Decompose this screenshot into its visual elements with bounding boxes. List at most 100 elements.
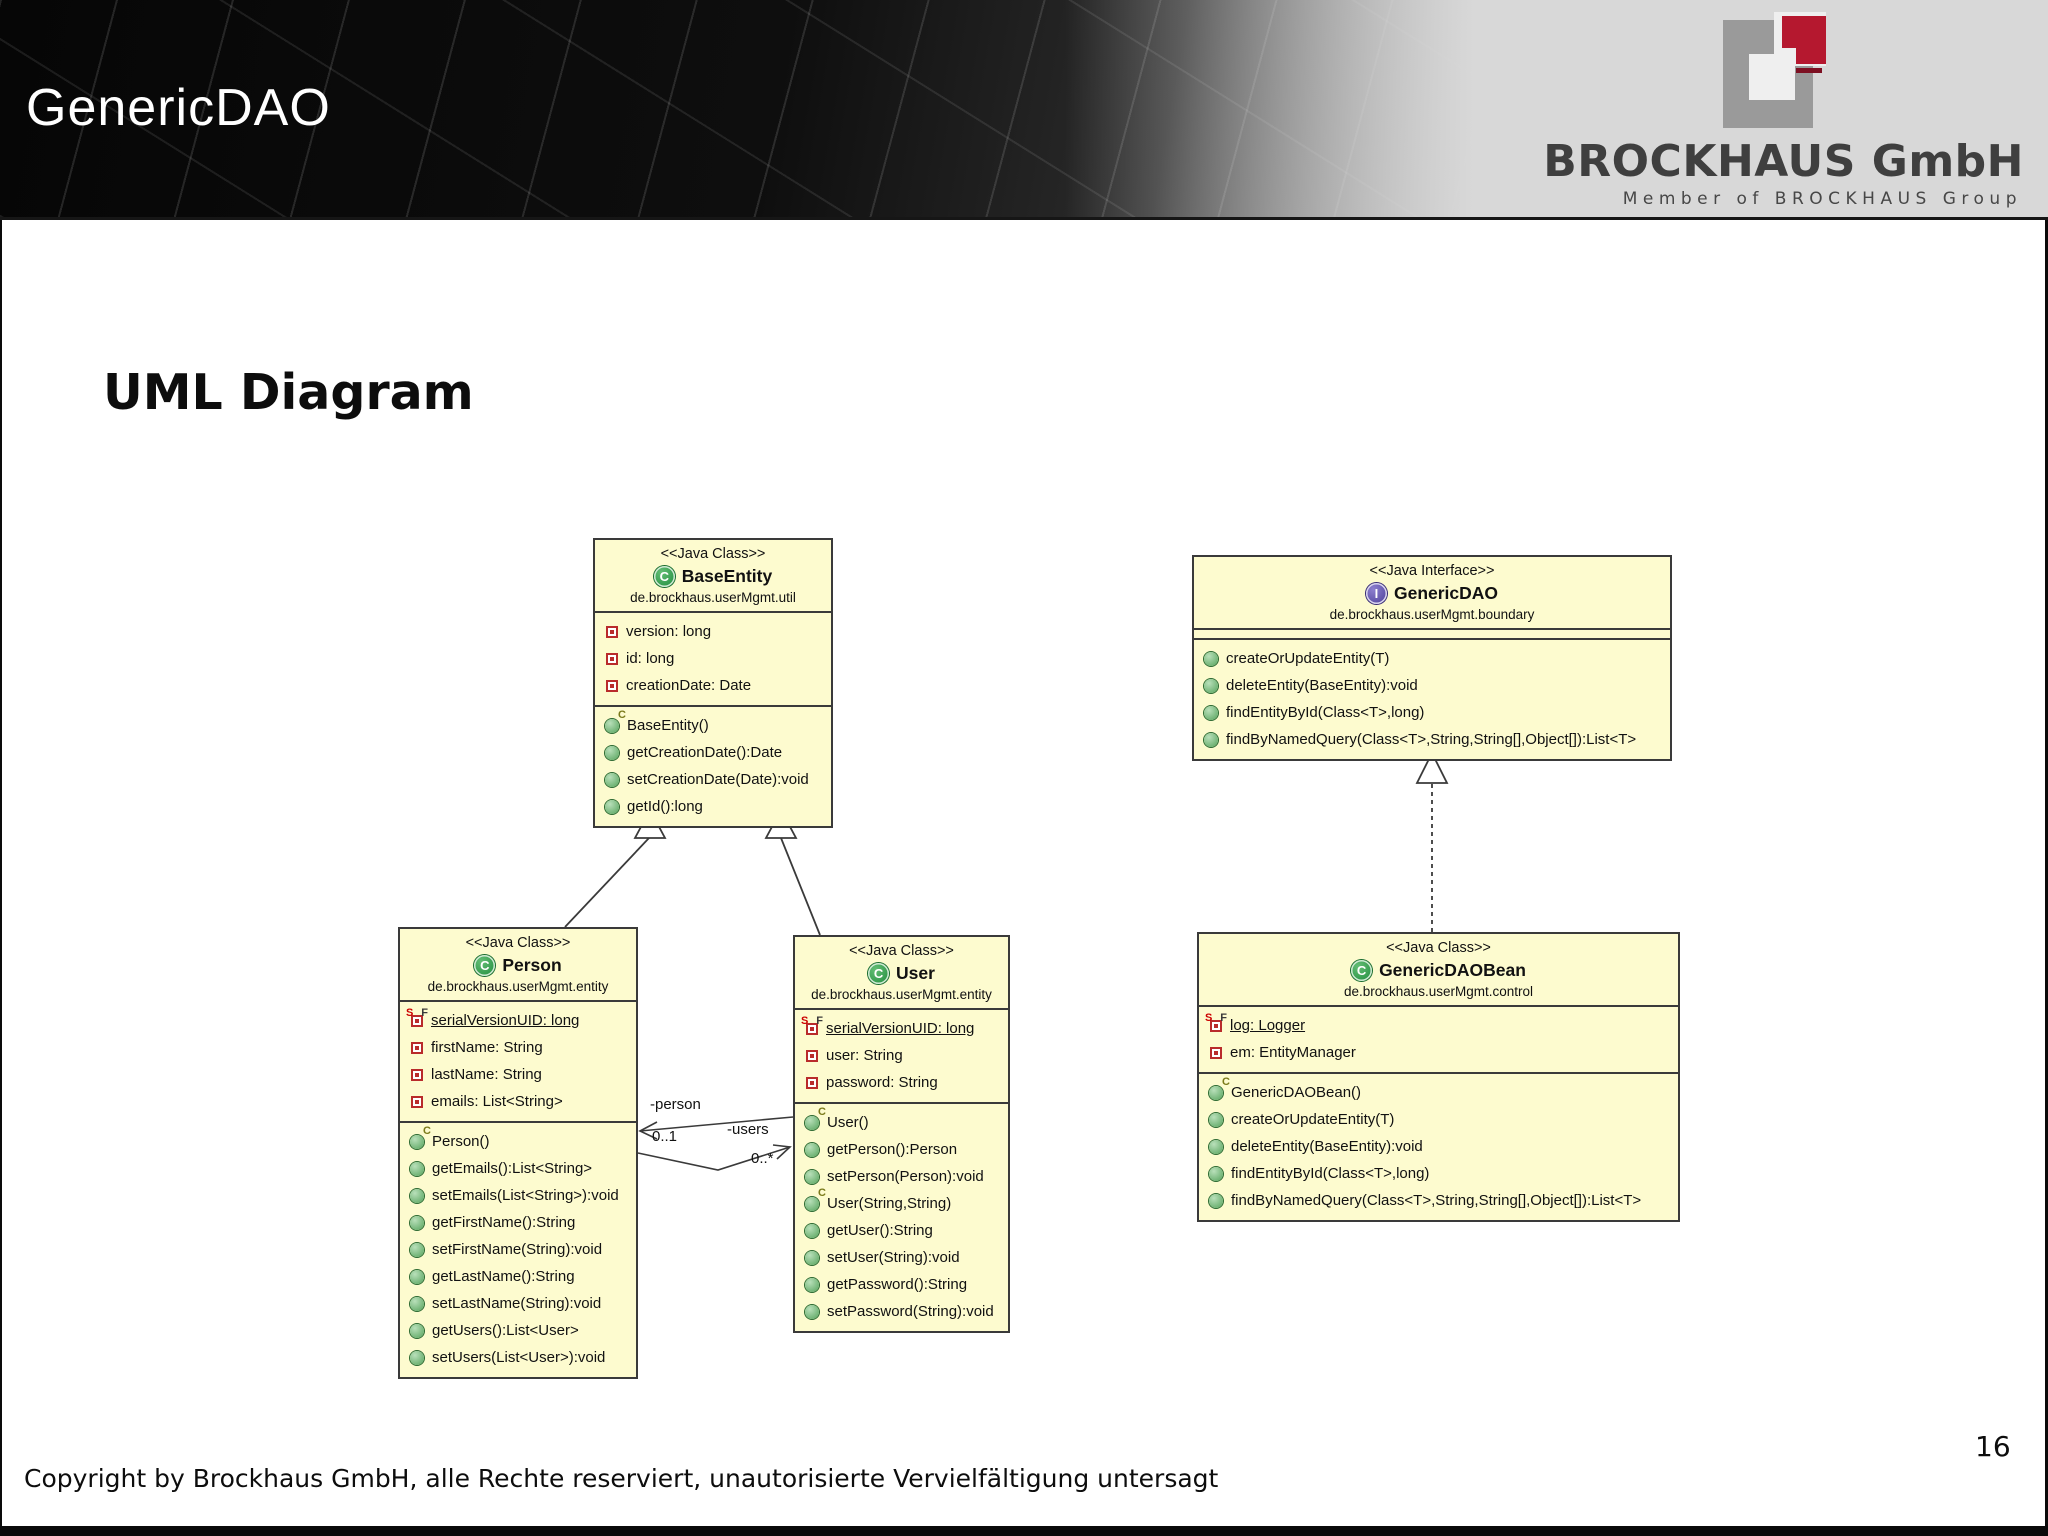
page-title: UML Diagram — [103, 364, 474, 421]
class-name: GenericDAOBean — [1379, 959, 1526, 980]
class-name: BaseEntity — [681, 565, 773, 586]
uml-member: em: EntityManager — [1207, 1039, 1670, 1066]
uml-member-text: serialVersionUID: long — [826, 1020, 975, 1037]
private-field-icon — [606, 652, 618, 665]
uml-member-text: User(String,String) — [827, 1195, 952, 1212]
uml-member-text: creationDate: Date — [626, 677, 752, 694]
uml-member: setUser(String):void — [803, 1244, 1000, 1271]
attributes-compartment — [1194, 628, 1670, 638]
page-number: 16 — [1975, 1430, 2011, 1463]
uml-member: emails: List<String> — [408, 1088, 628, 1115]
public-method-icon — [410, 1350, 424, 1365]
slide-title: GenericDAO — [26, 79, 331, 137]
package-name: de.brockhaus.userMgmt.control — [1343, 984, 1534, 999]
uml-member-text: lastName: String — [431, 1066, 542, 1083]
public-method-icon — [1209, 1166, 1223, 1181]
uml-member-text: createOrUpdateEntity(T) — [1226, 650, 1390, 667]
uml-member: getFirstName():String — [408, 1209, 628, 1236]
association-role-users: -users — [727, 1121, 769, 1138]
uml-member-text: setPerson(Person):void — [827, 1168, 984, 1185]
uml-member-text: setCreationDate(Date):void — [627, 771, 809, 788]
uml-member: getEmails():List<String> — [408, 1155, 628, 1182]
uml-member: findEntityById(Class<T>,long) — [1207, 1160, 1670, 1187]
stereotype-label: <<Java Class>> — [1386, 940, 1491, 956]
stereotype-label: <<Java Class>> — [849, 943, 954, 959]
constructor-marker-c: C — [1222, 1075, 1230, 1088]
public-method-icon — [410, 1242, 424, 1257]
uml-member-text: setFirstName(String):void — [432, 1241, 603, 1258]
constructor-icon: C — [1209, 1076, 1230, 1100]
private-field-icon — [411, 1041, 423, 1054]
uml-member: setPassword(String):void — [803, 1298, 1000, 1325]
class-icon: C — [653, 565, 675, 587]
uml-member: setFirstName(String):void — [408, 1236, 628, 1263]
public-method-icon — [805, 1277, 819, 1292]
constructor-marker-c: C — [618, 708, 626, 721]
uml-member: lastName: String — [408, 1061, 628, 1088]
uml-member-text: GenericDAOBean() — [1231, 1084, 1362, 1101]
static-marker-f: F — [816, 1014, 823, 1027]
uml-member-text: Person() — [432, 1133, 490, 1150]
class-icon: C — [1351, 959, 1373, 981]
public-method-icon — [1204, 732, 1218, 747]
constructor-marker-c: C — [423, 1124, 431, 1137]
methods-compartment: createOrUpdateEntity(T) deleteEntity(Base… — [1194, 638, 1670, 759]
uml-member: deleteEntity(BaseEntity):void — [1202, 672, 1662, 699]
class-name: User — [896, 962, 935, 983]
uml-member-text: setLastName(String):void — [432, 1295, 602, 1312]
uml-member-text: getFirstName():String — [432, 1214, 576, 1231]
uml-member: getId():long — [603, 793, 823, 820]
uml-member-text: password: String — [826, 1074, 938, 1091]
uml-member: getPerson():Person — [803, 1136, 1000, 1163]
logo-tagline: Member of BROCKHAUS Group — [1622, 189, 2022, 209]
uml-member: getUser():String — [803, 1217, 1000, 1244]
uml-member: password: String — [803, 1069, 1000, 1096]
public-method-icon — [805, 1142, 819, 1157]
public-method-icon — [1209, 1139, 1223, 1154]
stereotype-label: <<Java Interface>> — [1369, 563, 1495, 579]
uml-class-user: <<Java Class>> C User de.brockhaus.userM… — [793, 935, 1010, 1333]
uml-member-text: version: long — [626, 623, 712, 640]
uml-member-text: user: String — [826, 1047, 903, 1064]
uml-class-header: <<Java Interface>> I GenericDAO de.brock… — [1194, 557, 1670, 628]
uml-member-text: findByNamedQuery(Class<T>,String,String[… — [1231, 1192, 1642, 1209]
uml-member: version: long — [603, 618, 823, 645]
uml-member-text: getPerson():Person — [827, 1141, 958, 1158]
constructor-marker-c: C — [818, 1186, 826, 1199]
uml-member: getUsers():List<User> — [408, 1317, 628, 1344]
public-method-icon — [410, 1188, 424, 1203]
uml-member: getLastName():String — [408, 1263, 628, 1290]
uml-member-text: setEmails(List<String>):void — [432, 1187, 619, 1204]
public-method-icon — [1209, 1193, 1223, 1208]
brockhaus-logo-icon — [1723, 12, 1826, 128]
uml-member: setLastName(String):void — [408, 1290, 628, 1317]
uml-member-text: log: Logger — [1230, 1017, 1306, 1034]
stereotype-label: <<Java Class>> — [465, 935, 571, 951]
public-method-icon — [805, 1250, 819, 1265]
private-field-icon — [411, 1095, 423, 1108]
uml-member-text: setUsers(List<User>):void — [432, 1349, 606, 1366]
generalization-arrow-user-baseentity — [764, 808, 821, 936]
uml-member-text: emails: List<String> — [431, 1093, 563, 1110]
public-method-icon — [605, 799, 619, 814]
uml-member-text: findByNamedQuery(Class<T>,String,String[… — [1226, 731, 1637, 748]
public-method-icon — [805, 1169, 819, 1184]
static-marker-s: S — [801, 1014, 809, 1027]
association-multiplicity-users: 0..* — [751, 1150, 774, 1167]
uml-member-text: getId():long — [627, 798, 703, 815]
uml-member: findByNamedQuery(Class<T>,String,String[… — [1207, 1187, 1670, 1214]
